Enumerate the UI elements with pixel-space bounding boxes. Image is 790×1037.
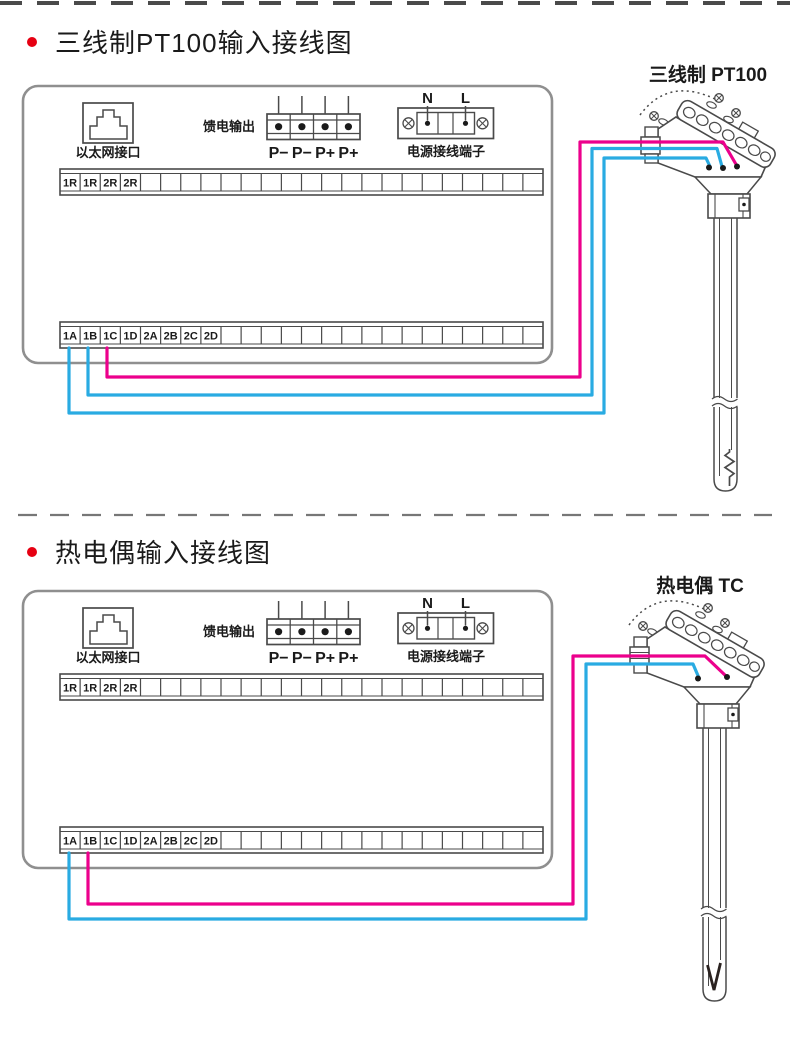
terminal-cell-label: 2D [204, 330, 218, 342]
feed-terminal-2: P+ [315, 145, 335, 162]
terminal-cell-label: 1B [83, 330, 97, 342]
sensor-head-tc [628, 600, 772, 1002]
ethernet-label: 以太网接口 [75, 145, 140, 160]
terminal-cell-label: 2A [144, 330, 158, 342]
terminal-cell-label: 1R [83, 177, 97, 189]
feed-terminal-1: P− [292, 145, 312, 162]
terminal-cell-label: 2R [103, 177, 117, 189]
wire-1a-blue [67, 662, 701, 921]
section2-bullet-icon [27, 547, 37, 557]
sensor1-label: 三线制 PT100 [649, 63, 767, 86]
feed-terminal-3: P+ [338, 145, 358, 162]
device-panel: 以太网接口 馈电输出 P− P− P+ P+ N L [21, 84, 554, 365]
wire-1a-blue [67, 156, 712, 415]
feed-output-label: 馈电输出 [203, 119, 255, 134]
section1-title: 三线制PT100输入接线图 [55, 28, 353, 58]
rtd-resistor-icon [723, 449, 736, 486]
sensor2-label: 热电偶 TC [656, 574, 744, 597]
terminal-dots-tc [695, 674, 730, 682]
terminal-cell-label: 1R [63, 177, 77, 189]
wire-1b-magenta [86, 654, 729, 906]
section1-bullet-icon [27, 37, 37, 47]
wire-1b-blue [86, 146, 724, 397]
section2-title: 热电偶输入接线图 [55, 538, 271, 568]
sensor-head-pt100 [639, 90, 783, 492]
feed-terminal-0: P− [269, 145, 289, 162]
power-terminal-label: 电源接线端子 [407, 144, 485, 159]
device-panel-2 [21, 589, 554, 870]
feed-output-block [266, 96, 361, 141]
terminal-dots-pt100 [706, 163, 740, 171]
ethernet-port-icon [82, 102, 134, 144]
terminal-strip-top: 1R 1R 2R 2R [59, 168, 544, 196]
power-n-label: N [422, 90, 433, 107]
wire-1c-magenta [105, 140, 739, 379]
device-box [21, 84, 554, 365]
power-terminal-block [397, 106, 495, 140]
thermocouple-junction-icon [706, 962, 722, 991]
terminal-cell-label: 2B [164, 330, 178, 342]
terminal-strip-bottom: 1A 1B 1C 1D 2A 2B 2C 2D [59, 321, 544, 349]
terminal-cell-label: 1C [103, 330, 117, 342]
terminal-cell-label: 1D [123, 330, 137, 342]
wires-tc [67, 654, 729, 921]
screw-icon-left [402, 117, 415, 130]
wires-pt100 [67, 140, 739, 415]
terminal-cell-label: 2R [123, 177, 137, 189]
terminal-cell-label: 2C [184, 330, 198, 342]
power-l-label: L [461, 90, 470, 107]
screw-icon-right [476, 117, 489, 130]
terminal-cell-label: 1A [63, 330, 77, 342]
